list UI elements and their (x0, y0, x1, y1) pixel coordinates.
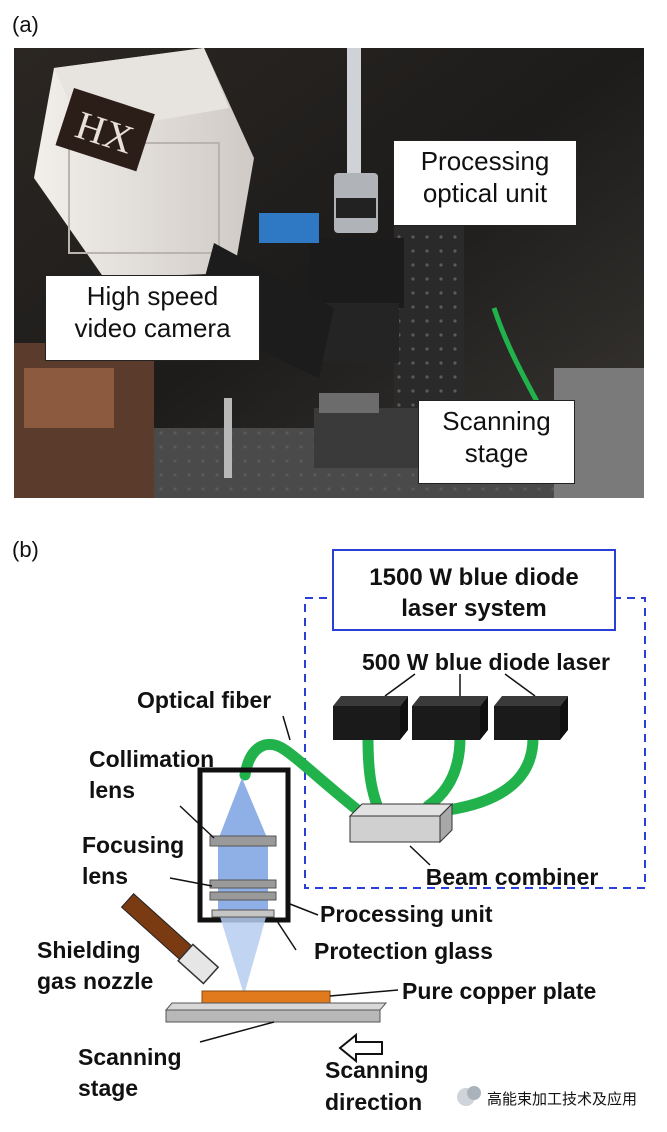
callout-high-speed-camera: High speed video camera (45, 275, 260, 361)
collimation-label-line-1: Collimation (89, 746, 214, 772)
system-title-line-2: laser system (401, 595, 546, 622)
schematic-svg: 1500 W blue diode laser system 500 W blu… (37, 549, 646, 1115)
direction-label-line-1: Scanning (325, 1057, 429, 1083)
callout-processing-line-1: Processing (420, 146, 550, 176)
callout-stage-line-2: stage (464, 438, 529, 468)
diode-laser-unit (333, 696, 408, 740)
shielding-label-line-2: gas nozzle (37, 968, 153, 994)
collimation-lens-element (209, 835, 277, 847)
laser-system-boundary (304, 597, 646, 889)
shielding-label-line-1: Shielding (37, 937, 141, 963)
beam-combiner-label: Beam combiner (426, 864, 599, 890)
callout-stage-line-1: Scanning (442, 406, 551, 436)
optical-fiber-bundle (239, 732, 539, 818)
protection-glass-label: Protection glass (314, 938, 493, 964)
callout-processing-line-2: optical unit (422, 178, 548, 208)
callout-camera-line-2: video camera (74, 313, 231, 343)
focusing-label-line-1: Focusing (82, 832, 184, 858)
collimation-label-line-2: lens (89, 777, 135, 803)
direction-label-line-2: direction (325, 1089, 422, 1115)
diode-laser-unit (494, 696, 568, 740)
scanning-direction-arrow (338, 1032, 383, 1064)
callout-scanning-stage: Scanning stage (418, 400, 575, 484)
panel-b-label: (b) (12, 537, 39, 562)
focusing-label-line-2: lens (82, 863, 128, 889)
system-title-line-1: 1500 W blue diode (369, 564, 578, 591)
beam-combiner-box (348, 802, 454, 844)
processing-unit-label: Processing unit (320, 901, 493, 927)
watermark-text: 高能束加工技术及应用 (487, 1090, 637, 1108)
diode-laser-unit (412, 696, 488, 740)
shielding-gas-nozzle (120, 893, 220, 985)
laser-beam-upper (218, 778, 268, 840)
callout-camera-line-1: High speed (86, 281, 219, 311)
focusing-lens-element (209, 879, 277, 889)
callout-processing-optical-unit: Processing optical unit (393, 140, 577, 226)
copper-plate (201, 990, 331, 1004)
system-title-box (332, 549, 616, 631)
panel-a-label: (a) (12, 12, 39, 37)
diode-laser-label: 500 W blue diode laser (362, 649, 610, 675)
schematic-diagram: 1500 W blue diode laser system 500 W blu… (0, 530, 667, 1127)
protection-glass-element (211, 909, 275, 918)
scanning-stage-platform (165, 1009, 381, 1023)
focusing-lens-element (209, 891, 277, 901)
stage-label-line-2: stage (78, 1075, 138, 1101)
stage-label-line-1: Scanning (78, 1044, 182, 1070)
laser-beam-focus (218, 910, 268, 995)
watermark: 高能束加工技术及应用 (457, 1086, 637, 1108)
optical-fiber-label: Optical fiber (137, 687, 271, 713)
copper-plate-label: Pure copper plate (402, 978, 596, 1004)
